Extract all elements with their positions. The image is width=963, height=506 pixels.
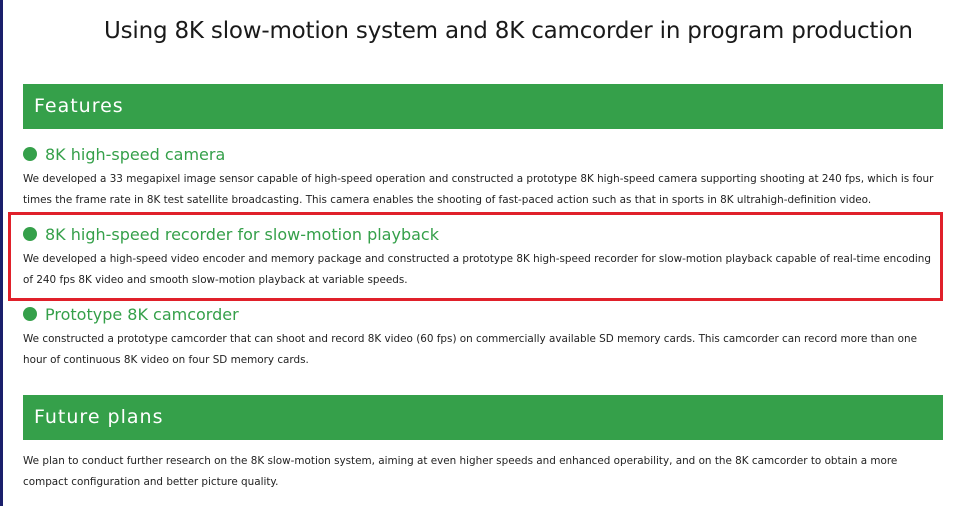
future-plans-heading: Future plans xyxy=(34,406,164,428)
features-heading: Features xyxy=(34,95,124,117)
feature-8k-high-speed-recorder: 8K high-speed recorder for slow-motion p… xyxy=(23,223,943,291)
future-plans-description: We plan to conduct further research on t… xyxy=(23,455,898,488)
feature-title: Prototype 8K camcorder xyxy=(45,304,239,324)
feature-description: We developed a 33 megapixel image sensor… xyxy=(23,173,934,206)
left-edge-bar xyxy=(0,0,3,506)
feature-title-row: 8K high-speed recorder for slow-motion p… xyxy=(23,223,943,245)
feature-8k-high-speed-camera: 8K high-speed camera We developed a 33 m… xyxy=(23,143,943,211)
page-title: Using 8K slow-motion system and 8K camco… xyxy=(104,18,913,44)
green-bullet-icon xyxy=(23,147,37,161)
feature-description: We developed a high-speed video encoder … xyxy=(23,253,931,286)
feature-title-row: 8K high-speed camera xyxy=(23,143,943,165)
features-section-header: Features xyxy=(23,84,943,129)
green-bullet-icon xyxy=(23,307,37,321)
feature-title: 8K high-speed recorder for slow-motion p… xyxy=(45,224,439,244)
green-bullet-icon xyxy=(23,227,37,241)
feature-title: 8K high-speed camera xyxy=(45,144,226,164)
feature-prototype-8k-camcorder: Prototype 8K camcorder We constructed a … xyxy=(23,303,943,371)
feature-title-row: Prototype 8K camcorder xyxy=(23,303,943,325)
feature-description: We constructed a prototype camcorder tha… xyxy=(23,333,917,366)
future-plans-section-header: Future plans xyxy=(23,395,943,440)
